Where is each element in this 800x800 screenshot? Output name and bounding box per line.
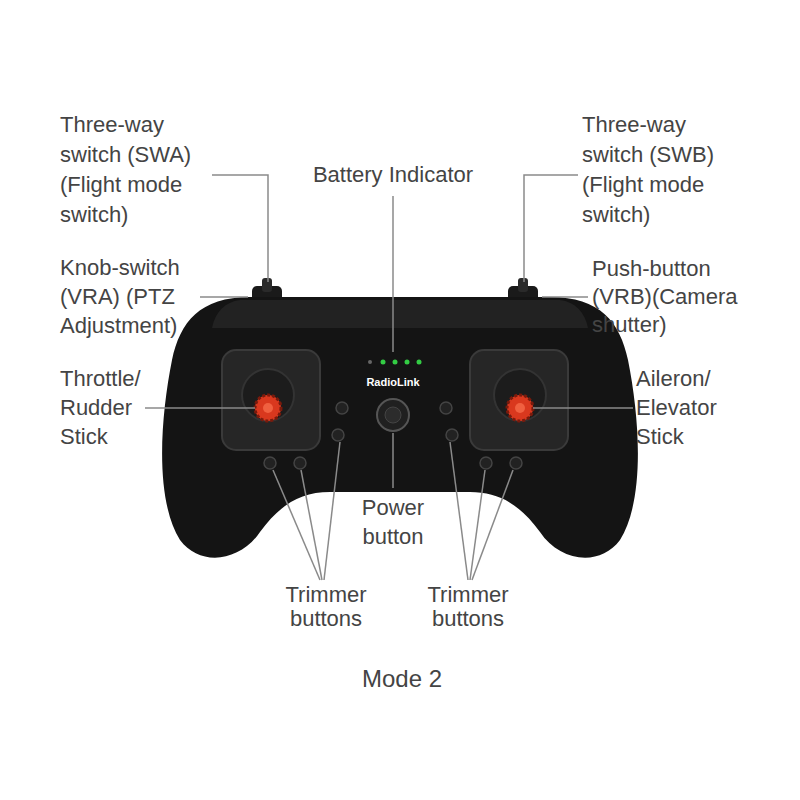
top-ledge <box>212 300 588 328</box>
controller-body <box>162 297 638 558</box>
button-label: Power button <box>343 493 443 551</box>
button-label: Push-button (VRB)(Camera shutter) <box>592 255 762 339</box>
caption: Mode 2 <box>292 664 512 694</box>
brand-logo: RadioLink <box>353 376 433 389</box>
switch-lever <box>262 278 272 292</box>
led <box>393 360 398 365</box>
switch-lever <box>518 278 528 292</box>
led <box>381 360 386 365</box>
power-button <box>377 399 409 431</box>
stick-label: Aileron/ Elevator Stick <box>636 364 746 451</box>
stick-cap-center <box>515 403 525 413</box>
stick-cap-center <box>263 403 273 413</box>
switch-label: Three-way switch (SWA) (Flight mode swit… <box>60 110 220 230</box>
stick-cap <box>255 395 281 421</box>
knob-label: Knob-switch (VRA) (PTZ Adjustment) <box>60 253 210 340</box>
leader-lines <box>145 175 633 580</box>
led <box>405 360 410 365</box>
trimmer-label: Trimmer buttons <box>413 583 523 631</box>
stick-well <box>222 350 320 450</box>
indicator-label: Battery Indicator <box>283 160 503 190</box>
power-button-core <box>385 407 401 423</box>
stick-base <box>242 369 294 421</box>
stick-base <box>494 369 546 421</box>
stick-label: Throttle/ Rudder Stick <box>60 364 160 451</box>
stick-well <box>470 350 568 450</box>
stick-cap <box>507 395 533 421</box>
switch-label: Three-way switch (SWB) (Flight mode swit… <box>582 110 742 230</box>
trimmer-label: Trimmer buttons <box>271 583 381 631</box>
led <box>368 360 372 364</box>
led <box>417 360 422 365</box>
